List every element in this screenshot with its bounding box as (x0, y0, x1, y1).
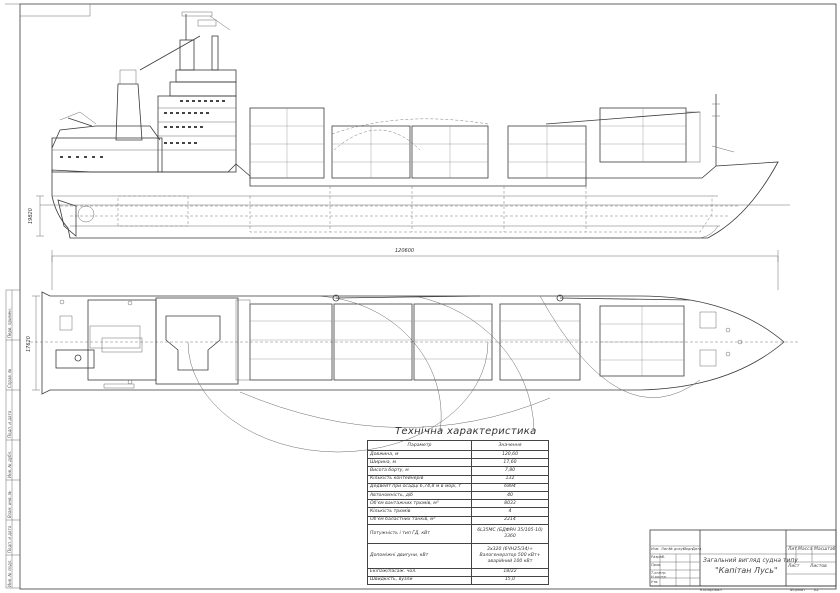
spec-header-row: Параметр Значення (367, 440, 549, 451)
spec-value: 6894 (471, 482, 549, 492)
stamp-inv-dupl: Инв. № дубл. (7, 450, 12, 478)
spec-param: Екіпаж/пасаж. чол. (367, 567, 472, 577)
stamp-first-use: Перв. примен. (7, 307, 12, 338)
spec-param: Кількість контейнерів (367, 474, 472, 484)
spec-value: 7,80 (471, 466, 549, 476)
role-ncontr: Н.контр. (651, 575, 668, 579)
side-view (36, 11, 790, 239)
height-label: 19820 (28, 208, 34, 224)
containers-side (249, 107, 687, 179)
spec-param: Висота борту, м (367, 466, 472, 476)
mast-aft (179, 39, 195, 71)
format-value: А1 (814, 587, 820, 592)
spec-value: 4 (471, 507, 549, 517)
spec-param: Автономність, діб (367, 490, 472, 501)
drawing-title: Загальний вигляд судна типу (703, 557, 798, 564)
role-tcontr: Т.контр. (651, 571, 667, 575)
spec-value: 2214 (471, 515, 549, 525)
stamp-ref-no: Справ. № (7, 368, 12, 388)
title-block (649, 529, 837, 587)
spec-title: Технічна характеристика (395, 426, 537, 437)
rev-izm: Изм. (651, 547, 660, 551)
spec-value: 120,60 (471, 449, 549, 460)
role-dev: Разраб. (651, 555, 666, 559)
spec-value: 40 (471, 490, 549, 501)
spec-header-value: Значення (471, 440, 549, 451)
spec-row: Екіпаж/пасаж. чол.18/22 (367, 567, 549, 577)
spec-param: Ширина, м (367, 458, 472, 468)
length-dimension (51, 250, 779, 290)
spec-param: Об'єм баластних танків, м³ (367, 515, 472, 525)
hull-outline (51, 161, 779, 239)
role-approve: Утв. (651, 580, 659, 584)
plan-hatches (249, 303, 685, 381)
col-mass: Масса (798, 547, 813, 552)
funnel (115, 83, 143, 141)
spec-param: Допоміжні двигуни, кВт (367, 542, 472, 569)
stamp-sign-date-2: Подп. и дата (7, 525, 12, 553)
spec-value: 8033 (471, 499, 549, 509)
poop-deck (51, 137, 163, 173)
spec-param: Довжина, м (367, 449, 472, 460)
rev-sign: Подп. (683, 547, 694, 551)
spec-value: 17,60 (471, 458, 549, 468)
spec-param: Кількість трюмів (367, 507, 472, 517)
sheets-label: Листов (810, 564, 827, 569)
spec-param: Швидкість, вузли (367, 575, 472, 586)
left-stamp-strip (5, 289, 21, 589)
stamp-inv-orig: Инв. № подл. (7, 559, 12, 587)
spec-value: 15,0 (471, 575, 549, 586)
spec-param: Дедвейт при осадці 6,74,8 м в морі, т (367, 482, 472, 492)
beam-label: 17620 (26, 336, 32, 352)
format-label: Формат (790, 587, 806, 592)
spec-value: 132 (471, 474, 549, 484)
plan-hull-outline (41, 291, 785, 395)
spec-param: Об'єм вантажних трюмів, м³ (367, 499, 472, 509)
superstructure-block (157, 95, 237, 173)
stamp-replace-inv: Взам. инв. № (7, 490, 12, 518)
spec-param: Потужність і тип ГД, кВт (367, 523, 472, 544)
copied-label: Копировал (700, 587, 722, 592)
spec-value: 3х320 (6ЧН25/34)+ Валогенератор 500 кВт+… (471, 542, 549, 569)
rev-date: Дата (692, 547, 702, 551)
role-check: Пров. (651, 563, 662, 567)
plan-view (30, 291, 800, 453)
rev-list: Лист (661, 547, 671, 551)
spec-value: 18/22 (471, 567, 549, 577)
sheet-label: Лист (788, 564, 800, 569)
spec-header-param: Параметр (367, 440, 472, 451)
length-label: 120600 (395, 248, 414, 254)
col-lit: Лит. (788, 547, 799, 552)
ship-name: "Капітан Лусь" (715, 566, 778, 575)
rev-doc: № докум. (669, 547, 687, 551)
stamp-sign-date-1: Подп. и дата (7, 410, 12, 438)
col-scale: Масштаб (814, 547, 836, 552)
spec-value: 6L35MC (БДФРН 35/105-10) 3360 (471, 523, 549, 544)
